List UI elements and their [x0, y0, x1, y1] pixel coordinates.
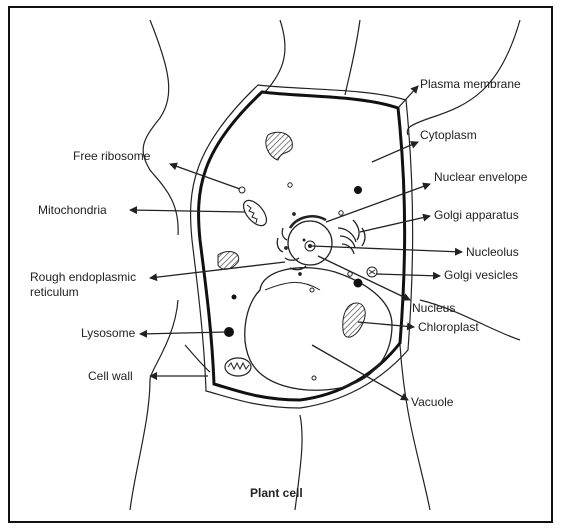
label-mitochondria: Mitochondria — [38, 203, 107, 217]
label-rough-er-line2: reticulum — [30, 285, 79, 299]
arrow-cytoplasm — [372, 142, 418, 162]
label-plasma-membrane: Plasma membrane — [420, 77, 521, 91]
chloroplast-left — [218, 251, 239, 269]
arrow-nucleus — [318, 256, 410, 300]
label-nucleolus: Nucleolus — [466, 245, 519, 259]
arrow-nucleolus — [312, 246, 462, 252]
label-rough-er-line1: Rough endoplasmic — [30, 270, 136, 284]
arrow-nuclear-envelope — [326, 184, 430, 222]
arrow-mitochondria — [130, 210, 245, 212]
mitochondrion-lower — [225, 358, 251, 376]
label-cell-wall: Cell wall — [88, 369, 133, 383]
golgi-stacks — [338, 220, 365, 254]
arrow-plasma-membrane — [398, 86, 418, 108]
label-golgi-apparatus: Golgi apparatus — [434, 208, 519, 222]
label-nucleus: Nucleus — [412, 301, 455, 315]
label-cytoplasm: Cytoplasm — [420, 128, 477, 142]
chloroplast-top — [266, 132, 292, 160]
arrow-golgi-apparatus — [360, 216, 430, 232]
arrow-vacuole — [312, 345, 408, 400]
neighbor-cell-walls — [130, 20, 520, 510]
chloroplast-right — [343, 303, 365, 337]
small-dot-left — [232, 295, 237, 300]
arrow-chloroplast — [358, 322, 414, 327]
label-chloroplast: Chloroplast — [418, 320, 479, 334]
label-lysosome: Lysosome — [81, 326, 135, 340]
label-nuclear-envelope: Nuclear envelope — [434, 170, 527, 184]
mitochondrion-upper — [239, 196, 271, 229]
arrow-lysosome — [140, 332, 226, 334]
label-free-ribosome: Free ribosome — [73, 149, 150, 163]
label-vacuole: Vacuole — [411, 395, 453, 409]
lysosome-right-upper — [354, 186, 362, 194]
lysosome-right-lower — [354, 279, 363, 288]
figure-caption: Plant cell — [250, 486, 303, 500]
arrow-golgi-vesicles — [376, 274, 440, 276]
label-golgi-vesicles: Golgi vesicles — [444, 268, 518, 282]
free-ribosome-circle — [239, 187, 245, 193]
